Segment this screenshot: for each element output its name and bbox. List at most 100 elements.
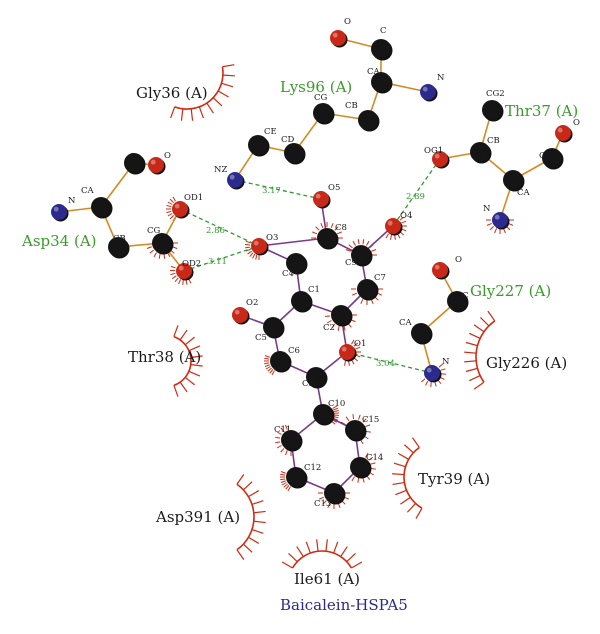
- atom-label: O1: [354, 339, 366, 349]
- carbon-atom: [108, 237, 130, 259]
- residue-label-gly226: Gly226 (A): [486, 354, 567, 372]
- oxygen-atom: [339, 344, 357, 362]
- nitrogen-atom: [51, 204, 69, 222]
- atom-label: CA: [399, 318, 413, 328]
- atom-label: CB: [113, 234, 126, 244]
- atom-label: OD1: [184, 193, 203, 203]
- carbon-atom: [313, 404, 335, 426]
- atom-label: C3: [302, 379, 314, 389]
- residue-label-lys96: Lys96 (A): [280, 78, 352, 96]
- carbon-atom: [371, 39, 393, 61]
- carbon-atom: [371, 72, 393, 94]
- atom-label: CA: [81, 186, 95, 196]
- atom-label: C2: [323, 323, 335, 333]
- atom-label: OD2: [182, 259, 201, 269]
- nitrogen-atom: [227, 172, 245, 190]
- carbon-atom: [286, 467, 308, 489]
- atom-label: N: [442, 357, 450, 367]
- contact-arc-gly226: [464, 310, 496, 390]
- atom-label: O: [164, 151, 171, 161]
- atom-label: C1: [308, 285, 320, 295]
- atom-label: C6: [288, 346, 300, 356]
- atom-label: OG1: [424, 146, 443, 156]
- oxygen-atom: [385, 218, 403, 236]
- carbon-atom: [357, 279, 379, 301]
- oxygen-atom: [555, 125, 573, 143]
- atom-label: C: [380, 26, 387, 36]
- oxygen-atom: [172, 201, 190, 219]
- atom-label: CA: [517, 188, 531, 198]
- diagram-caption: Baicalein-HSPA5: [280, 596, 408, 614]
- atom-contact-marks: [245, 240, 260, 260]
- atom-label: O2: [246, 298, 258, 308]
- carbon-atom: [350, 457, 372, 479]
- carbon-atom: [482, 100, 504, 122]
- hydrogen-bonds: [179, 158, 441, 374]
- atom-contact-marks: [264, 355, 275, 376]
- atom-label: C: [462, 291, 469, 301]
- atom-label: C12: [304, 463, 321, 473]
- contact-arc-asp391: [236, 474, 266, 560]
- oxygen-atom: [313, 191, 331, 209]
- carbon-atom: [286, 253, 308, 275]
- atom-label: CG: [147, 226, 161, 236]
- atom-label: N: [483, 204, 491, 214]
- atom-label: C5: [255, 333, 267, 343]
- atom-contact-marks: [311, 222, 343, 239]
- contact-arc-gly36: [170, 64, 235, 121]
- residue-label-tyr39: Tyr39 (A): [418, 470, 490, 488]
- carbon-atom: [270, 351, 292, 373]
- atom-label: C7: [374, 273, 386, 283]
- atom-label: O: [455, 255, 462, 265]
- carbon-atom: [351, 245, 373, 267]
- atom-contact-marks: [280, 471, 291, 492]
- residue-label-ile61: Ile61 (A): [294, 570, 360, 588]
- atom-contact-marks: [275, 424, 292, 456]
- residue-label-gly227: Gly227 (A): [470, 282, 551, 300]
- atom-label: CB: [345, 101, 358, 111]
- oxygen-atom: [251, 238, 269, 256]
- atom-label: C13: [314, 499, 331, 509]
- atom-label: CE: [264, 127, 277, 137]
- atom-label: C4: [282, 269, 294, 279]
- nitrogen-atom: [492, 212, 510, 230]
- carbon-atom: [358, 110, 380, 132]
- hydrogen-bond-line: [346, 351, 433, 374]
- oxygen-atom: [148, 157, 166, 175]
- atom-label: O4: [400, 211, 412, 221]
- residue-label-thr37: Thr37 (A): [505, 102, 578, 120]
- carbon-atom: [281, 430, 303, 452]
- oxygen-atom: [432, 151, 450, 169]
- hbond-distance-asp34-od2: 3.11: [208, 257, 227, 267]
- carbon-atom: [152, 233, 174, 255]
- hydrogen-bond-line: [183, 245, 260, 272]
- hbond-distance-gly227: 3.04: [376, 359, 395, 369]
- carbon-atom: [470, 142, 492, 164]
- atom-label: O5: [328, 183, 340, 193]
- carbon-atom: [124, 153, 146, 175]
- carbon-atom: [411, 323, 433, 345]
- atom-label: C8: [335, 223, 347, 233]
- contact-arc-tyr39: [392, 437, 423, 519]
- atom-contact-marks: [420, 363, 446, 387]
- atom-label: N: [437, 73, 445, 83]
- oxygen-atom: [330, 30, 348, 48]
- atoms: [51, 30, 573, 505]
- atom-label: C9: [345, 258, 357, 268]
- oxygen-atom: [176, 263, 194, 281]
- carbon-atom: [447, 291, 469, 313]
- residue-label-gly36: Gly36 (A): [136, 84, 208, 102]
- atom-label: CG: [314, 93, 328, 103]
- carbon-atom: [248, 135, 270, 157]
- atom-label: CA: [367, 67, 381, 77]
- carbon-atom: [313, 103, 335, 125]
- hydrogen-bond-line: [234, 179, 322, 200]
- atom-label: CD: [281, 135, 295, 145]
- residue-label-asp34: Asp34 (A): [21, 232, 97, 250]
- carbon-atom: [542, 148, 564, 170]
- carbon-atom: [503, 170, 525, 192]
- hydrophobic-contacts: [146, 64, 514, 569]
- atom-label: C10: [328, 399, 345, 409]
